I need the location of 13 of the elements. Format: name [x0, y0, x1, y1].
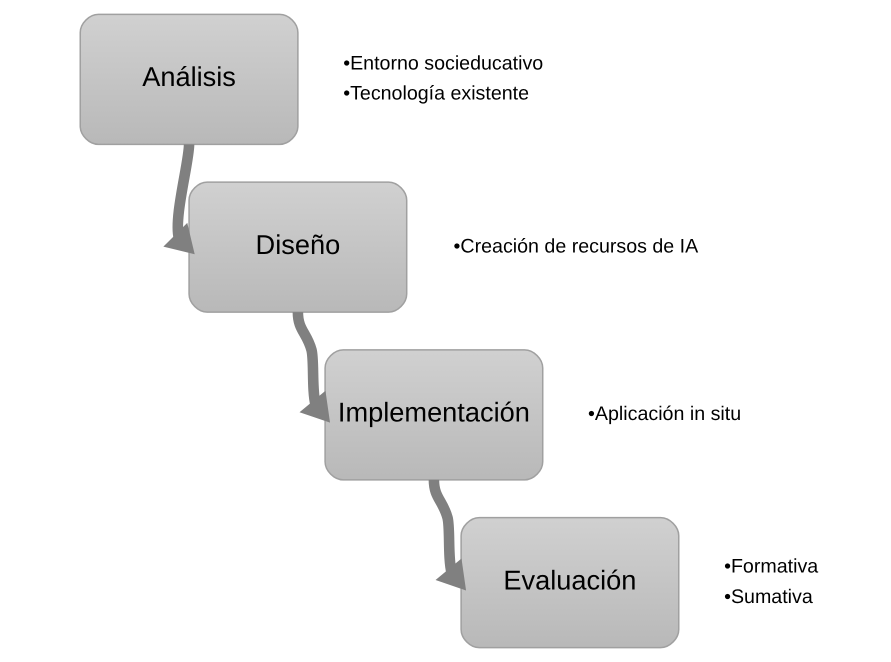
node-label: •Formativa: [724, 556, 818, 578]
arrow: [428, 480, 466, 590]
node-label: •Entorno socieducativo: [342, 52, 543, 74]
node-label: •Sumativa: [724, 586, 812, 608]
arrow: [162, 144, 194, 254]
arrow: [292, 312, 330, 423]
node-box: Análisis: [79, 14, 298, 146]
node-label: •Aplicación in situ: [588, 403, 741, 426]
node-box: Implementación: [324, 349, 543, 481]
node-label: •Tecnología existente: [342, 82, 529, 105]
node-box: Evaluación: [460, 516, 679, 648]
node-label: •Creación de recursos de IA: [453, 235, 698, 258]
node-box: Diseño: [188, 181, 407, 313]
